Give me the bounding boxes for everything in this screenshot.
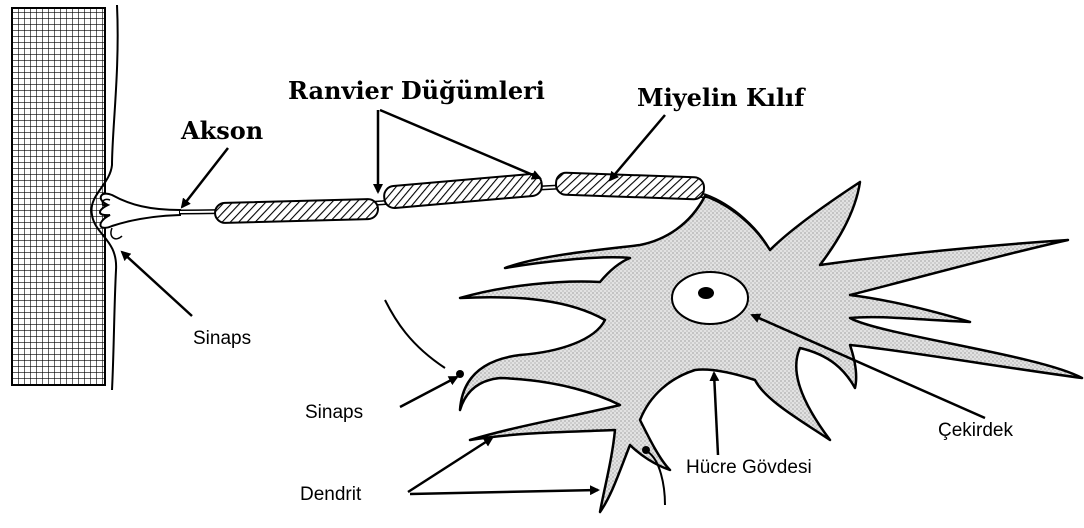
myelin-segment [556,172,705,199]
miyelin-label: Miyelin Kılıf [637,83,804,112]
myelin-sheath [215,172,705,223]
sinaps-bottom-label: Sinaps [305,402,363,424]
hucre-govdesi-arrow [714,373,718,455]
sinaps-top-label: Sinaps [193,328,251,350]
hucre-govdesi-label: Hücre Gövdesi [686,457,812,479]
sinaps-top-arrow [122,252,192,316]
myelin-segment [215,199,378,223]
cekirdek-label: Çekirdek [938,420,1013,442]
dendrit-arrow-2 [410,490,598,494]
ranvier-label: Ranvier Düğümleri [288,76,545,105]
sinaps-bottom-arrow [400,377,457,407]
myelin-segment [383,173,542,209]
nucleus [672,272,748,324]
ranvier-arrow-2 [380,110,540,178]
akson-arrow [182,148,228,207]
akson-label: Akson [181,116,263,145]
dendrit-arrow-1 [408,438,492,492]
axon-terminal [100,194,180,239]
nucleolus [698,287,714,299]
dendrit-label: Dendrit [300,484,361,506]
miyelin-arrow [610,115,665,180]
